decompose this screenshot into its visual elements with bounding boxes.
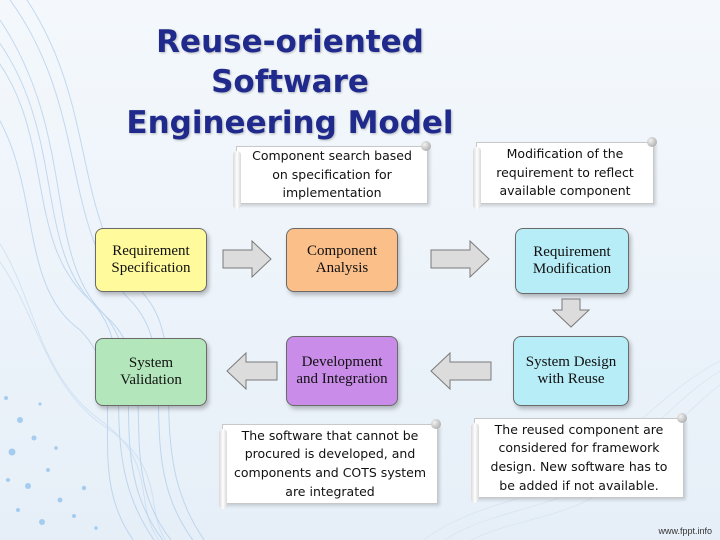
box-component-analysis: Component Analysis — [286, 228, 398, 292]
arrow-right-2 — [430, 240, 490, 278]
arrow-right-1 — [222, 240, 272, 278]
box-requirement-modification-label: Requirement Modification — [532, 243, 612, 277]
box-requirement-modification: Requirement Modification — [515, 228, 629, 294]
note-modification: Modification of the requirement to refle… — [473, 137, 657, 209]
note-component-search: Component search based on specification … — [233, 141, 431, 209]
box-requirement-specification: Requirement Specification — [95, 228, 207, 292]
box-requirement-specification-label: Requirement Specification — [111, 242, 191, 276]
box-system-validation-label: System Validation — [120, 354, 182, 388]
note-software-procured: The software that cannot be procured is … — [219, 419, 441, 509]
box-component-analysis-label: Component Analysis — [307, 242, 377, 276]
title-line-1: Reuse-oriented Software — [156, 24, 424, 101]
title-line-2: Engineering Model — [126, 104, 454, 141]
note-component-search-text: Component search based on specification … — [252, 147, 412, 201]
box-system-design-reuse-label: System Design with Reuse — [525, 353, 617, 387]
box-development-integration: Development and Integration — [286, 336, 398, 406]
arrow-left-1 — [430, 352, 492, 390]
footer-url: www.fppt.info — [658, 526, 712, 536]
note-reused-component-text: The reused component are considered for … — [490, 421, 668, 493]
arrow-left-2 — [226, 352, 278, 390]
note-modification-text: Modification of the requirement to refle… — [496, 145, 634, 199]
box-system-design-reuse: System Design with Reuse — [513, 336, 629, 406]
box-system-validation: System Validation — [95, 338, 207, 406]
note-software-procured-text: The software that cannot be procured is … — [234, 427, 426, 499]
note-reused-component: The reused component are considered for … — [471, 413, 687, 503]
arrow-down — [552, 298, 590, 328]
page-title: Reuse-oriented Software Engineering Mode… — [80, 22, 500, 143]
box-development-integration-label: Development and Integration — [296, 353, 388, 387]
